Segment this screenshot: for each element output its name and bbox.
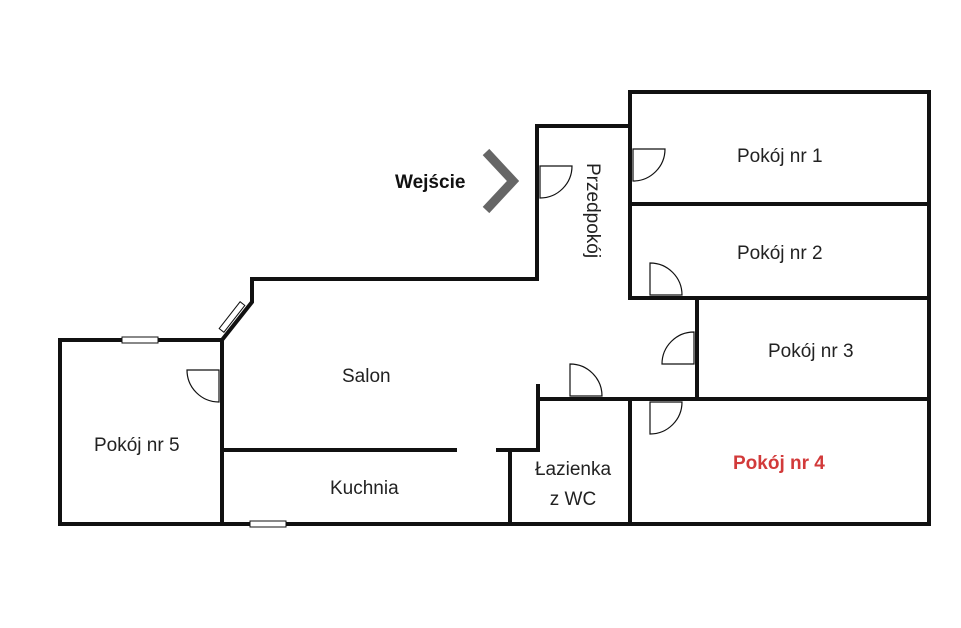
walls xyxy=(58,90,931,526)
door-room4[interactable] xyxy=(649,401,683,435)
room4-label: Pokój nr 4 xyxy=(733,453,825,474)
window-room5 xyxy=(121,336,159,344)
living-room-label: Salon xyxy=(342,366,391,387)
door-room5[interactable] xyxy=(186,369,220,403)
bathroom-label-line2: z WC xyxy=(550,489,596,510)
door-room3[interactable] xyxy=(661,331,695,365)
door-bathroom[interactable] xyxy=(569,363,603,397)
kitchen-label: Kuchnia xyxy=(330,478,399,499)
room1-label: Pokój nr 1 xyxy=(737,146,823,167)
entrance-label: Wejście xyxy=(395,172,465,193)
room3-label: Pokój nr 3 xyxy=(768,341,854,362)
entrance-marker: Wejście xyxy=(395,148,520,214)
door-room2[interactable] xyxy=(649,262,683,296)
hallway-label: Przedpokój xyxy=(582,163,603,258)
room-labels: Przedpokój Pokój nr 1 Pokój nr 2 Pokój n… xyxy=(94,146,854,510)
window-kitchen xyxy=(249,520,287,528)
doors xyxy=(186,148,695,435)
window-living xyxy=(218,301,246,333)
door-room1[interactable] xyxy=(632,148,666,182)
door-entrance[interactable] xyxy=(539,165,573,199)
chevron-right-icon xyxy=(482,148,520,214)
room2-label: Pokój nr 2 xyxy=(737,243,823,264)
bathroom-label-line1: Łazienka xyxy=(535,459,611,480)
windows xyxy=(121,301,287,528)
room5-label: Pokój nr 5 xyxy=(94,435,180,456)
